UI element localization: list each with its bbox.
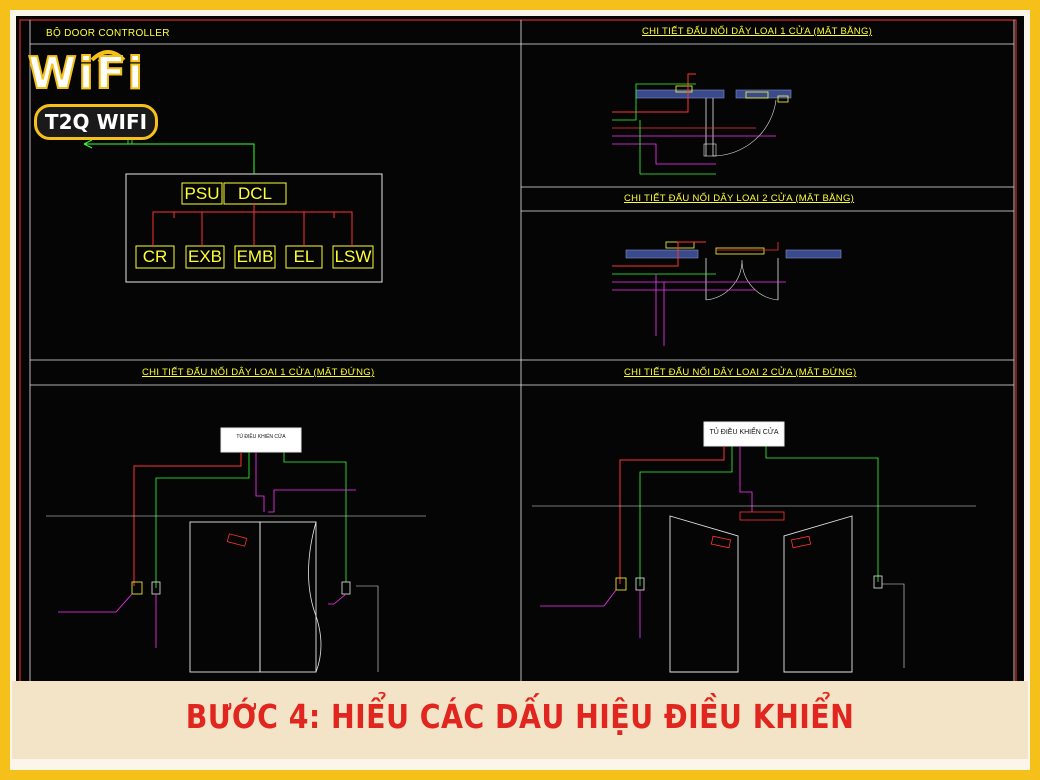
logo-brand-text: T2Q WIFI	[34, 104, 158, 140]
panel-title-elev-1: CHI TIẾT ĐẤU NỐI DÂY LOẠI 1 CỬA (MẶT ĐỨN…	[142, 367, 375, 378]
logo-wifi-text: WiFi	[27, 47, 145, 100]
wifi-signal-icon	[90, 50, 126, 64]
t2q-wifi-logo: WiFi T2Q WIFI	[27, 47, 158, 140]
panel-title-elev-2: CHI TIẾT ĐẤU NỐI DÂY LOẠI 2 CỬA (MẶT ĐỨN…	[624, 367, 857, 378]
panel-title-plan-1: CHI TIẾT ĐẤU NỐI DÂY LOẠI 1 CỬA (MẶT BẰN…	[642, 26, 873, 37]
cad-linework	[19, 19, 1017, 684]
dcl-box	[223, 182, 287, 205]
red-border	[19, 19, 1017, 684]
lsw-label: LSW	[334, 247, 372, 266]
panel-title-plan-2: CHI TIẾT ĐẤU NỐI DÂY LOẠI 2 CỬA (MẶT BẰN…	[624, 193, 855, 204]
top-left-label: BỘ DOOR CONTROLLER	[46, 28, 170, 39]
elev1-box-label: TỦ ĐIỀU KHIỂN CỬA	[236, 434, 286, 440]
elev1-controller-box	[220, 427, 302, 453]
exb-label: EXB	[187, 247, 223, 266]
emb-label: EMB	[236, 247, 274, 266]
elev2-controller-box	[703, 421, 785, 447]
step-banner: BƯỚC 4: HIỂU CÁC DẤU HIỆU ĐIỀU KHIỂN	[12, 681, 1028, 759]
elev2-door-right	[783, 515, 853, 673]
banner-title: BƯỚC 4: HIỂU CÁC DẤU HIỆU ĐIỀU KHIỂN	[185, 697, 855, 736]
cad-drawing: BỘ DOOR CONTROLLER CHI TIẾT ĐẤU NỐI DÂY …	[16, 16, 1024, 684]
dcl-label: DCL	[237, 184, 272, 203]
cr-label: CR	[142, 247, 168, 266]
elev1-door-leaf	[189, 521, 261, 673]
elev2-door-left	[669, 515, 739, 673]
psu-box	[181, 182, 223, 205]
el-label: EL	[293, 247, 315, 266]
psu-label: PSU	[184, 184, 220, 203]
controller-wiring	[152, 204, 353, 246]
elev2-box-label: TỦ ĐIỀU KHIỂN CỬA	[709, 429, 779, 436]
